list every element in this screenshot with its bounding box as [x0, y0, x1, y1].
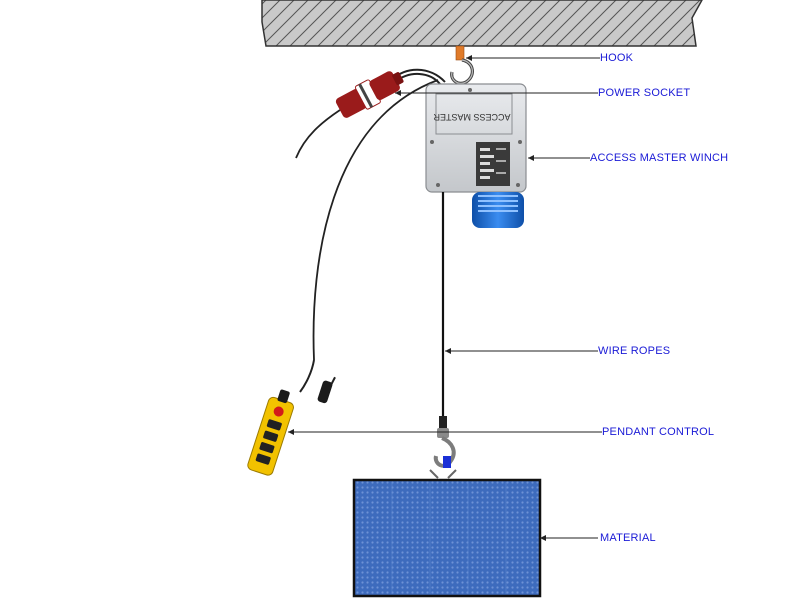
leader-lines: [288, 57, 602, 539]
label-access-master-winch: ACCESS MASTER WINCH: [590, 152, 729, 164]
label-pendant-control: PENDANT CONTROL: [602, 426, 715, 438]
pendant-cable: [312, 79, 439, 361]
hook-mount: [455, 45, 465, 61]
pendant-icon: [247, 376, 336, 476]
rope-hook-icon: [429, 416, 457, 479]
winch-icon: [425, 83, 527, 228]
material-grid: [391, 482, 507, 594]
label-material: MATERIAL: [600, 532, 656, 544]
hook-icon: [450, 58, 474, 85]
plug-icon: [335, 71, 404, 118]
power-cable-tail: [295, 109, 341, 159]
label-power-socket: POWER SOCKET: [598, 87, 691, 99]
leader-arrowheads: [288, 55, 546, 541]
label-hook: HOOK: [600, 52, 634, 64]
label-wire-ropes: WIRE ROPES: [598, 345, 671, 357]
pendant-cable-lower: [299, 359, 315, 393]
material-block: [352, 478, 542, 598]
ceiling-beam: [261, 0, 703, 47]
winch-plate-text: ACCESS MASTER: [433, 112, 511, 122]
